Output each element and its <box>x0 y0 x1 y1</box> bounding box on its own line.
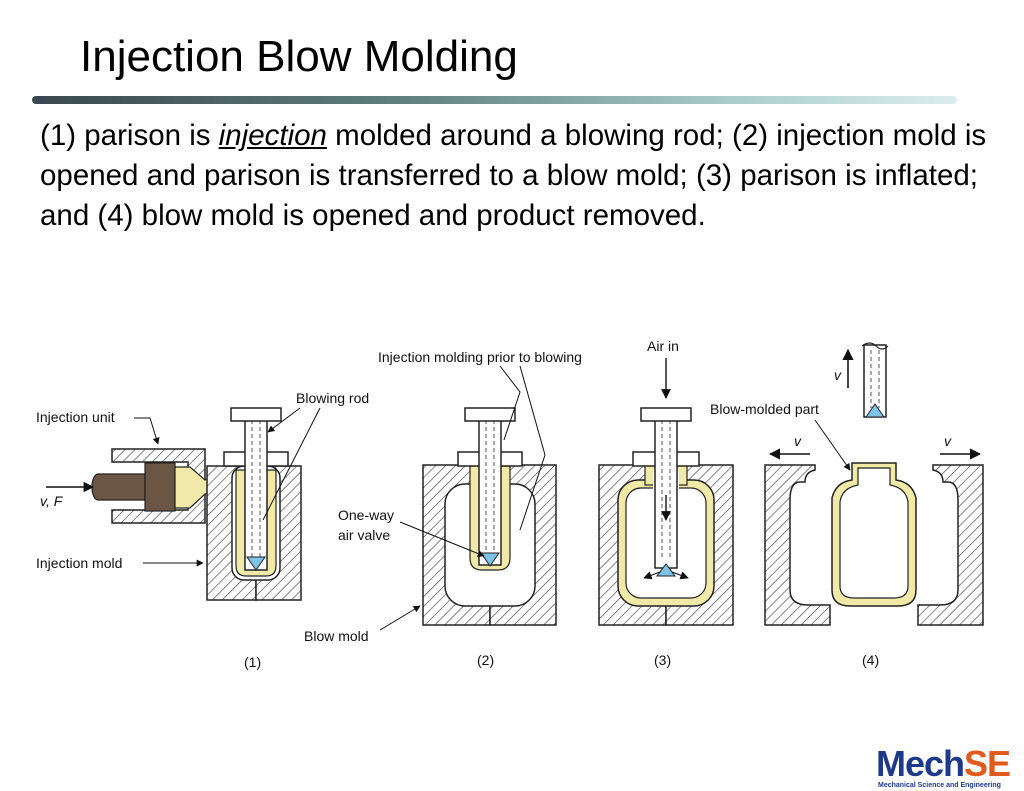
step-2-group <box>422 407 557 626</box>
blowing-rod-2 <box>478 419 502 566</box>
title-divider <box>32 96 957 104</box>
rod-head-2 <box>464 407 516 422</box>
label-one-way-2: air valve <box>338 527 390 543</box>
label-blow-mold: Blow mold <box>304 628 369 644</box>
step-1-group <box>91 407 302 601</box>
label-vf: v, F <box>40 493 64 509</box>
slide-description: (1) parison is injection molded around a… <box>40 116 1015 236</box>
mechse-logo: MechSE Mechanical Science and Engineerin… <box>876 745 1024 791</box>
blowing-rod-3 <box>654 419 678 569</box>
label-v-up: v <box>834 367 842 383</box>
label-one-way-1: One-way <box>338 507 394 523</box>
blowing-rod-1 <box>244 419 268 571</box>
product-interior <box>839 467 909 599</box>
step-label-3: (3) <box>654 652 671 668</box>
screw-head <box>144 462 176 512</box>
logo-wordmark: MechSE <box>876 743 1011 784</box>
step-label-2: (2) <box>477 652 494 668</box>
step-3-group <box>598 358 734 626</box>
blow-mold-4-right <box>917 464 984 626</box>
label-air-in: Air in <box>647 338 679 354</box>
label-injection-unit: Injection unit <box>36 409 115 425</box>
label-blowing-rod: Blowing rod <box>296 390 369 406</box>
slide-title: Injection Blow Molding <box>80 32 518 81</box>
label-blow-molded-part: Blow-molded part <box>710 401 819 417</box>
label-injection-mold: Injection mold <box>36 555 122 571</box>
step-4-group <box>764 342 984 626</box>
label-prior-to-blowing: Injection molding prior to blowing <box>378 349 582 365</box>
blow-mold-4-left <box>764 464 831 626</box>
description-part-2: molded around a blowing rod; (2) injecti… <box>40 119 987 232</box>
description-emphasis: injection <box>218 119 327 152</box>
rod-head-1 <box>230 407 282 422</box>
valve-4 <box>865 403 885 418</box>
description-part-1: (1) parison is <box>40 119 219 152</box>
valve-1 <box>246 556 266 571</box>
injection-screw <box>91 473 146 501</box>
leader-lines <box>46 365 851 631</box>
valve-3 <box>656 563 676 577</box>
label-v-right: v <box>944 433 952 449</box>
rod-head-3 <box>640 407 692 422</box>
injection-unit-barrel <box>111 448 206 524</box>
valve-2 <box>480 552 500 567</box>
step-label-1: (1) <box>244 654 261 670</box>
logo-subtitle: Mechanical Science and Engineering <box>878 782 1001 789</box>
step-label-4: (4) <box>862 652 879 668</box>
label-v-left: v <box>794 433 802 449</box>
